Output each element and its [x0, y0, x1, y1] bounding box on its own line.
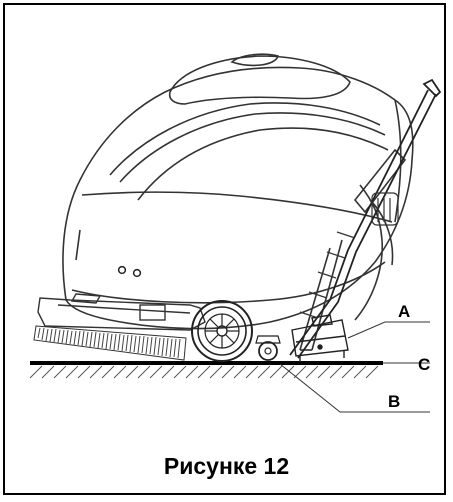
rear-motor [371, 192, 399, 226]
brush-bristles [37, 327, 181, 359]
callout-lines [279, 321, 430, 413]
front-dot-right [132, 268, 142, 278]
callout-line-b [279, 363, 430, 413]
callout-label-c: C [418, 355, 430, 374]
machine-body [62, 53, 414, 330]
callout-label-b: B [388, 392, 400, 411]
handle-brackets [299, 231, 356, 319]
ground-hatching [29, 365, 379, 379]
front-dot-left [117, 265, 127, 275]
figure-caption: Рисунке 12 [163, 453, 290, 479]
callout-label-a: A [398, 302, 410, 321]
rear-caster [255, 335, 281, 361]
handle [289, 78, 442, 359]
brush-outline [33, 325, 187, 361]
main-wheel [191, 300, 253, 362]
brush-deck [37, 293, 206, 331]
squeegee [291, 314, 349, 362]
callout-line-a [347, 321, 430, 339]
